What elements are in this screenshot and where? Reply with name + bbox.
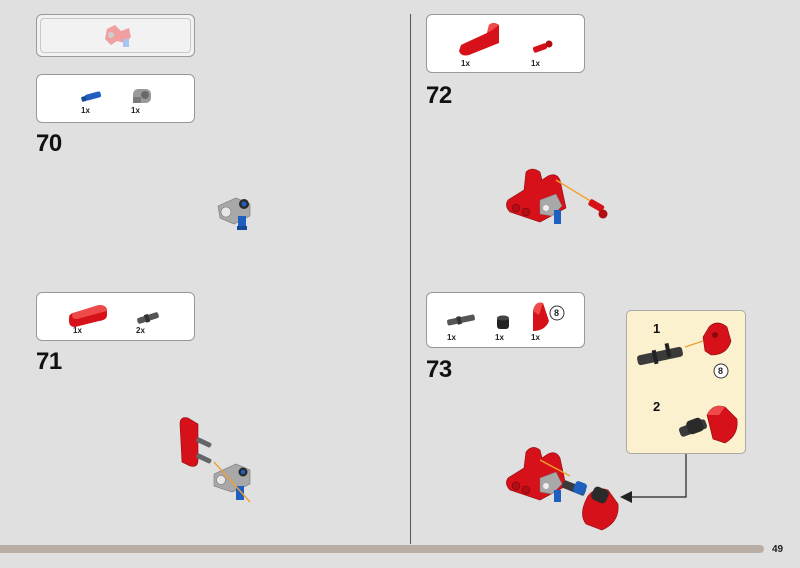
step-72-parts-box: 1x 1x (426, 14, 585, 73)
step-73-part-2-qty: 1x (495, 333, 504, 342)
callout-sub-step-2: 2 (653, 399, 661, 414)
step-73-part-1-qty: 1x (447, 333, 456, 342)
step-70-part-1-qty: 1x (81, 106, 90, 115)
callout-step-2-icon (678, 405, 738, 444)
step-73-number: 73 (426, 356, 452, 383)
step-72-part-1-qty: 1x (461, 59, 470, 68)
footer-progress-bar (0, 545, 764, 553)
step-71-part-2-qty: 2x (136, 326, 145, 335)
previous-assembly-box (36, 14, 195, 57)
step-70-parts-box: 1x 1x (36, 74, 195, 123)
step-73-part-3-qty: 1x (531, 333, 540, 342)
callout-sub-step-1: 1 (653, 321, 661, 336)
panel-variant-badge: 8 (554, 308, 560, 318)
red-angled-beam-icon (459, 23, 499, 56)
step-71-parts-box: 1x 2x (36, 292, 195, 341)
sub-assembly-callout: 1 8 2 (626, 310, 746, 454)
dark-axle-icon (447, 314, 475, 326)
red-panel-icon (533, 302, 549, 331)
step-70-part-2-qty: 1x (131, 106, 140, 115)
column-divider (410, 14, 411, 544)
step-71-part-1-qty: 1x (73, 326, 82, 335)
step-72-number: 72 (426, 82, 452, 109)
step-73-parts-box: 1x 1x 1x 8 (426, 292, 585, 348)
step-70-number: 70 (36, 130, 62, 157)
blue-axle-pin-icon (81, 91, 102, 102)
step-72-part-2-qty: 1x (531, 59, 540, 68)
page-number: 49 (772, 544, 784, 555)
callout-step-1-icon (637, 322, 732, 379)
red-axle-pin-icon (532, 40, 553, 53)
red-beam-icon (69, 305, 107, 327)
step-71-number: 71 (36, 348, 62, 375)
grey-connector-icon (133, 89, 151, 103)
black-bush-icon (497, 315, 509, 329)
dark-pin-icon (137, 312, 159, 324)
variant-badge-icon (549, 305, 565, 321)
callout-variant-badge: 8 (718, 366, 724, 376)
